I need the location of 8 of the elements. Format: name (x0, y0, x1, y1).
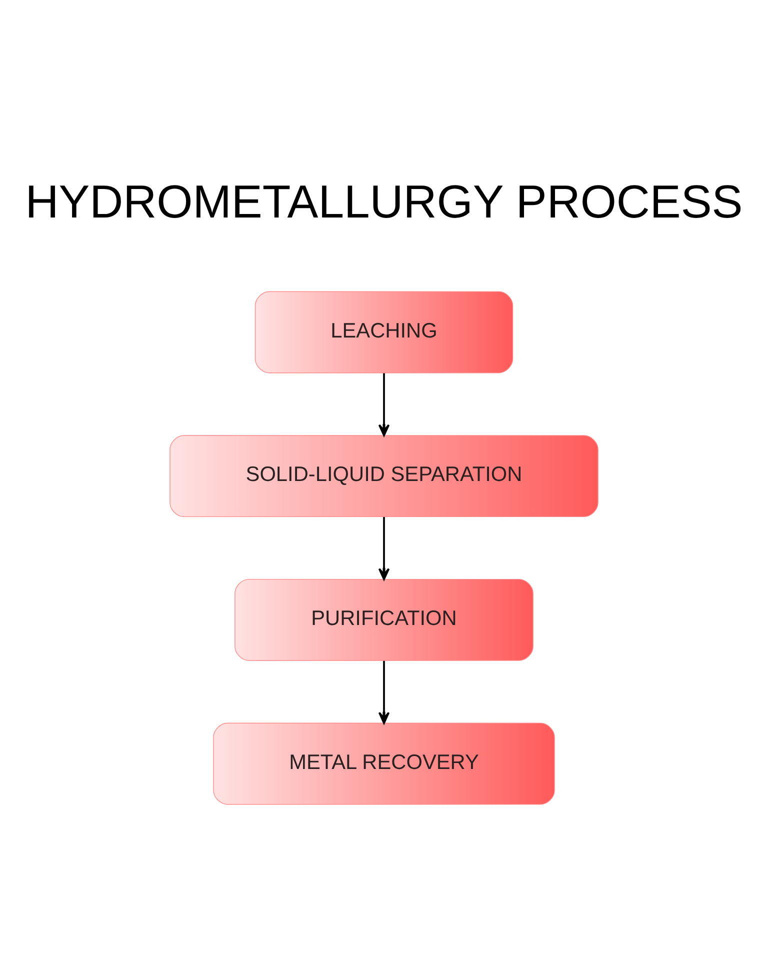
arrow (378, 517, 390, 580)
arrow (378, 373, 390, 436)
node-box: SOLID-LIQUID SEPARATION (170, 435, 598, 518)
node-box: METAL RECOVERY (213, 722, 555, 805)
node-box: PURIFICATION (234, 578, 534, 661)
node-box: LEACHING (254, 291, 514, 374)
diagram-title: HYDROMETALLURGY PROCESS (25, 175, 743, 228)
arrow (378, 660, 390, 724)
